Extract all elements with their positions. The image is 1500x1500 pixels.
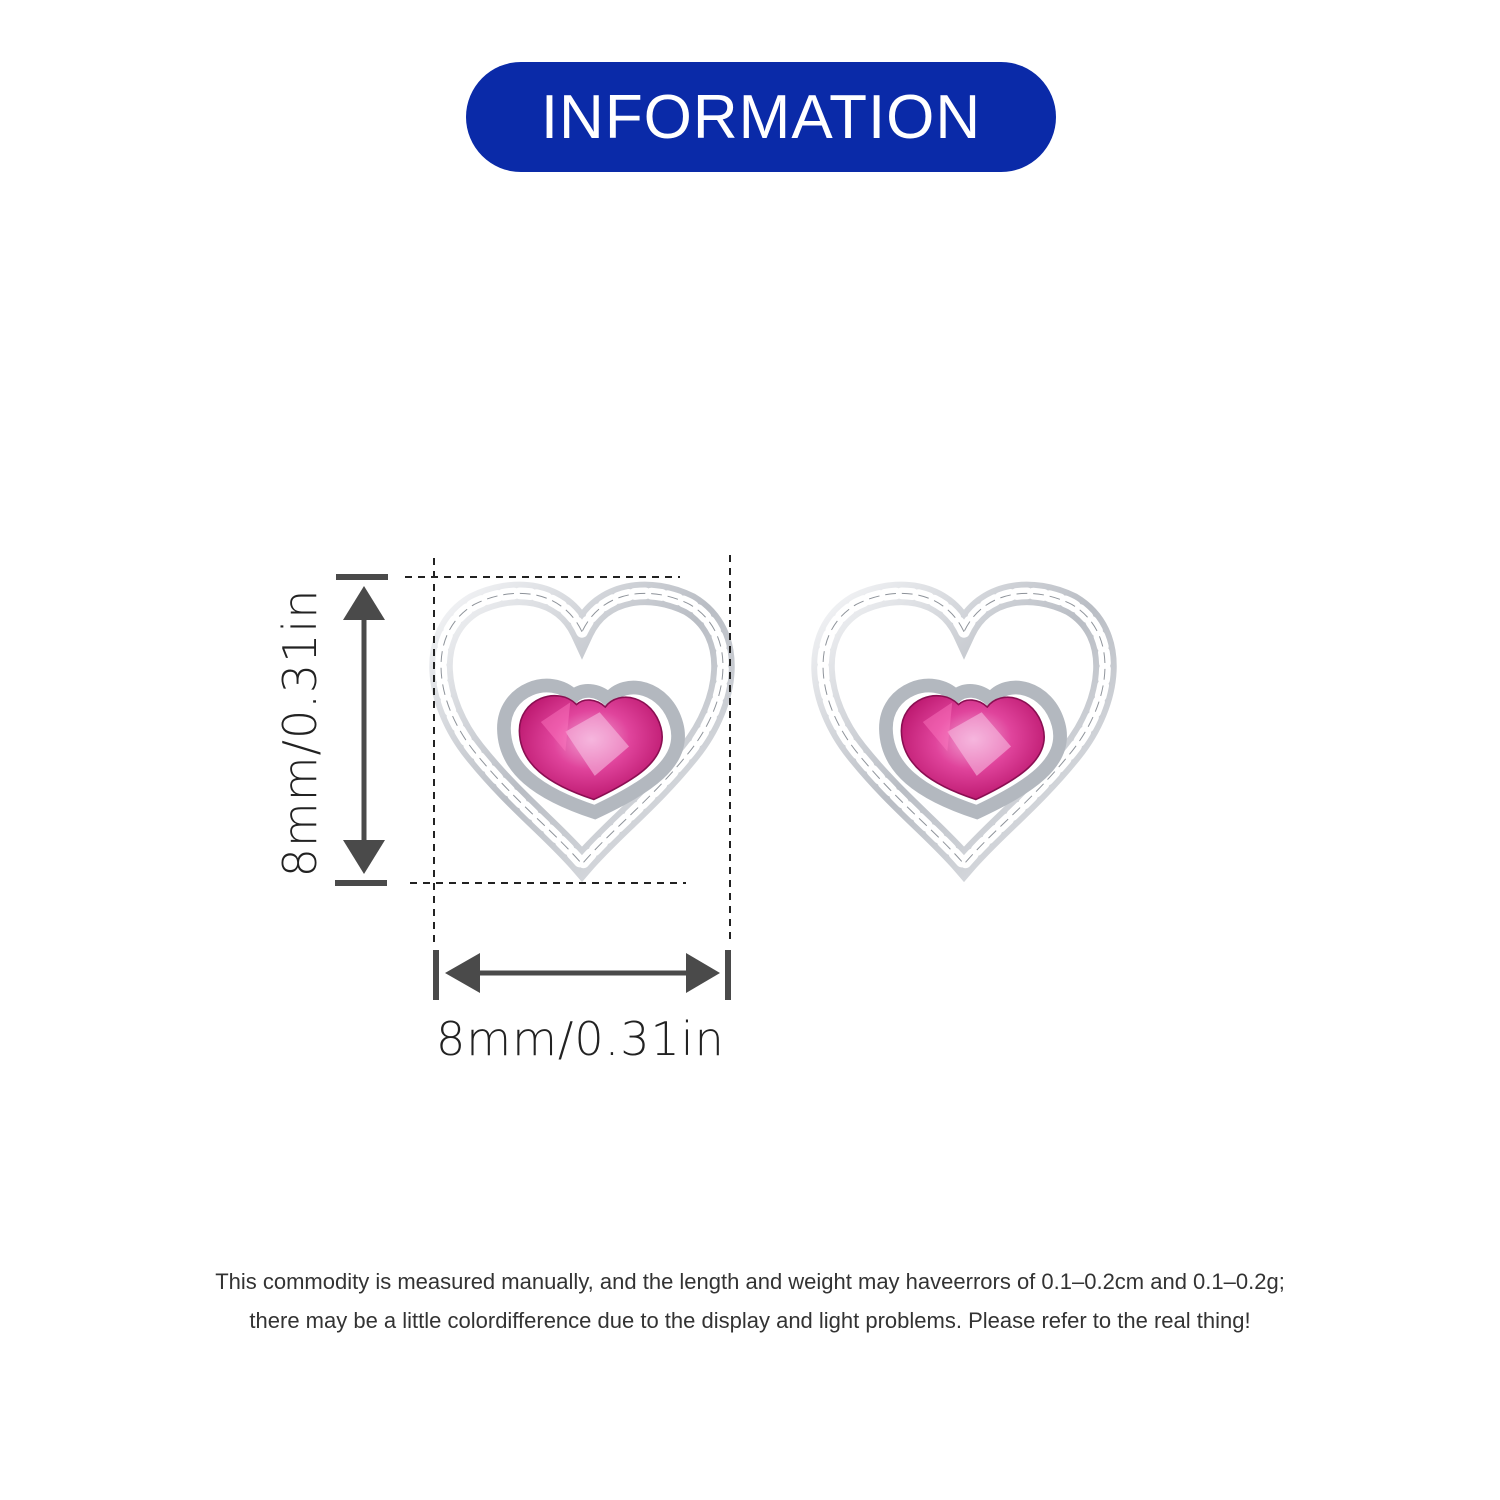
height-indicator xyxy=(335,574,388,886)
height-label: 8mm/0.31in xyxy=(273,588,327,878)
guide-lines xyxy=(405,555,731,945)
width-label: 8mm/0.31in xyxy=(436,1012,725,1066)
disclaimer-line-2: there may be a little colordifference du… xyxy=(249,1308,1251,1333)
disclaimer: This commodity is measured manually, and… xyxy=(0,1262,1500,1340)
width-indicator xyxy=(433,950,731,1000)
earring-left xyxy=(441,593,723,864)
information-banner: INFORMATION xyxy=(466,62,1056,172)
disclaimer-line-1: This commodity is measured manually, and… xyxy=(215,1269,1285,1294)
earring-right xyxy=(823,593,1105,864)
banner-title: INFORMATION xyxy=(540,82,982,152)
